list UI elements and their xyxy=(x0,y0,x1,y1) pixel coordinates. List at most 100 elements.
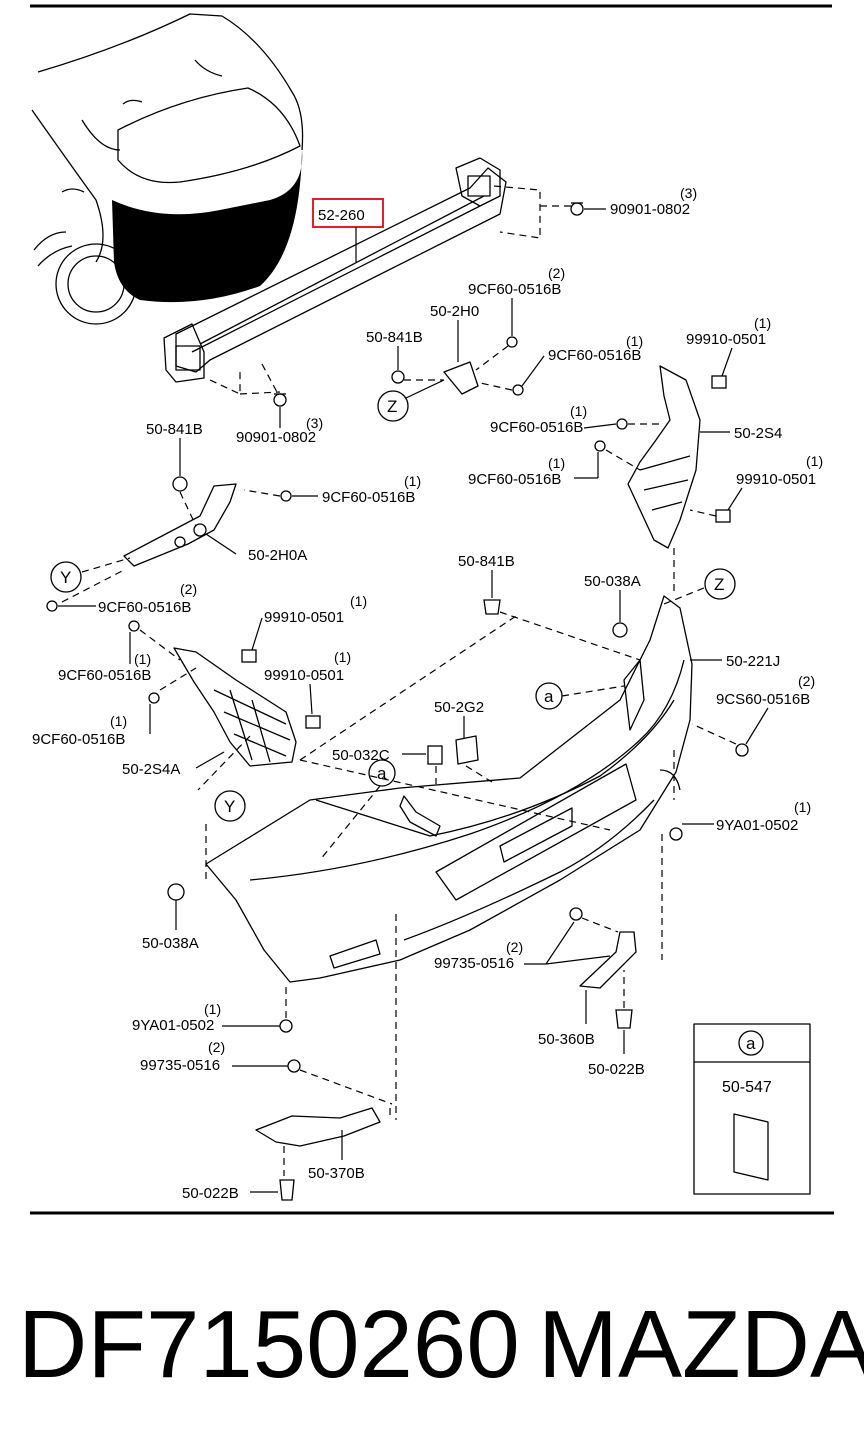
label-nut-upper-code: 90901-0802 xyxy=(610,201,690,218)
car-rear-outline xyxy=(31,13,304,325)
label-bolt-e-qty: (1) xyxy=(404,473,421,489)
clip-841b-top xyxy=(391,370,405,384)
bracket-2h0a xyxy=(123,483,237,567)
label-50-2h0: 50-2H0 xyxy=(430,303,479,320)
label-bolt-b-qty: (1) xyxy=(626,333,643,349)
label-99910-l2-code: 99910-0501 xyxy=(264,667,344,684)
label-bolt-g-code: 9CF60-0516B xyxy=(58,667,151,684)
callout-y-bottom: Y xyxy=(224,797,235,816)
highlight-box xyxy=(312,198,384,228)
label-50-2s4a: 50-2S4A xyxy=(122,761,180,778)
label-nut-upper-qty: (3) xyxy=(680,185,697,201)
bolt-a xyxy=(506,336,518,348)
label-bolt-b-code: 9CF60-0516B xyxy=(548,347,641,364)
label-ya-left-code: 9YA01-0502 xyxy=(132,1017,214,1034)
label-bolt-f-qty: (2) xyxy=(180,581,197,597)
callout-a-2: a xyxy=(377,764,387,783)
nut-032c xyxy=(427,745,443,765)
bolt-c xyxy=(616,418,628,430)
label-cs-code: 9CS60-0516B xyxy=(716,691,810,708)
label-52-260: 52-260 xyxy=(318,207,365,224)
screw-left xyxy=(287,1059,301,1073)
label-bolt-d-code: 9CF60-0516B xyxy=(468,471,561,488)
label-50-370b: 50-370B xyxy=(308,1165,365,1182)
bracket-2h0 xyxy=(443,361,479,395)
screw-cs xyxy=(735,743,749,757)
label-50-032c: 50-032C xyxy=(332,747,390,764)
clip-022b-right xyxy=(615,1009,633,1029)
pad-2g2 xyxy=(455,735,479,765)
label-ya-left-qty: (1) xyxy=(204,1001,221,1017)
caption: DF7150260 MAZDA xyxy=(0,1290,864,1410)
label-bolt-f-code: 9CF60-0516B xyxy=(98,599,191,616)
clip-99910-l2 xyxy=(305,715,321,729)
nut-upper xyxy=(570,202,584,216)
label-99910-r-qty: (1) xyxy=(806,453,823,469)
label-bolt-d-qty: (1) xyxy=(548,455,565,471)
grommet-038a-top xyxy=(612,622,628,638)
callout-y-left-circle xyxy=(50,561,82,593)
label-bolt-a-qty: (2) xyxy=(548,265,565,281)
label-50-841b-left: 50-841B xyxy=(146,421,203,438)
label-bolt-c-code: 9CF60-0516B xyxy=(490,419,583,436)
label-screw-right-qty: (2) xyxy=(506,939,523,955)
inset-box xyxy=(693,1023,811,1195)
label-50-221j: 50-221J xyxy=(726,653,780,670)
label-99910-top-qty: (1) xyxy=(754,315,771,331)
bumper-cover xyxy=(205,595,693,983)
clip-841b-mid xyxy=(483,599,501,615)
exploded-parts-diagram: 52-260 90901-0802 (3) 90901-0802 (3) 50-… xyxy=(30,4,834,1215)
label-50-841b-top: 50-841B xyxy=(366,329,423,346)
callout-z-top: Z xyxy=(387,397,397,416)
label-50-841b-mid: 50-841B xyxy=(458,553,515,570)
part-number: DF7150260 xyxy=(18,1291,520,1398)
label-screw-left-qty: (2) xyxy=(208,1039,225,1055)
bracket-2s4a xyxy=(173,647,297,767)
label-50-360b: 50-360B xyxy=(538,1031,595,1048)
screw-right xyxy=(569,907,583,921)
brand-name: MAZDA xyxy=(538,1291,864,1398)
label-bolt-h-qty: (1) xyxy=(110,713,127,729)
label-99910-r-code: 99910-0501 xyxy=(736,471,816,488)
label-50-038a-bottom: 50-038A xyxy=(142,935,199,952)
label-99910-top-code: 99910-0501 xyxy=(686,331,766,348)
label-50-2g2: 50-2G2 xyxy=(434,699,484,716)
label-cs-qty: (2) xyxy=(798,673,815,689)
label-bolt-h-code: 9CF60-0516B xyxy=(32,731,125,748)
label-50-022b-right: 50-022B xyxy=(588,1061,645,1078)
label-bolt-e-code: 9CF60-0516B xyxy=(322,489,415,506)
callout-a-inset: a xyxy=(746,1034,756,1053)
label-bolt-c-qty: (1) xyxy=(570,403,587,419)
label-50-022b-left: 50-022B xyxy=(182,1185,239,1202)
callout-z-top-circle xyxy=(377,390,409,422)
label-ya-right-qty: (1) xyxy=(794,799,811,815)
clip-99910-top xyxy=(711,375,727,389)
label-nut-lower-code: 90901-0802 xyxy=(236,429,316,446)
label-99910-l1-qty: (1) xyxy=(350,593,367,609)
bolt-e xyxy=(280,490,292,502)
bracket-370b xyxy=(255,1107,381,1147)
bolt-h xyxy=(148,692,160,704)
bolt-b xyxy=(512,384,524,396)
callout-z-right-circle xyxy=(704,568,736,600)
screw-ya-left xyxy=(279,1019,293,1033)
grommet-038a-bottom xyxy=(167,883,185,901)
bolt-f xyxy=(46,600,58,612)
label-nut-lower-qty: (3) xyxy=(306,415,323,431)
label-99910-l1-code: 99910-0501 xyxy=(264,609,344,626)
callout-a-2-circle xyxy=(368,759,396,787)
bolt-d xyxy=(594,440,606,452)
callout-y-bottom-circle xyxy=(214,790,246,822)
label-50-547: 50-547 xyxy=(722,1079,772,1096)
reinforcement-bar xyxy=(163,157,572,395)
clip-022b-left xyxy=(279,1179,295,1201)
label-screw-right-code: 99735-0516 xyxy=(434,955,514,972)
label-50-2h0a: 50-2H0A xyxy=(248,547,307,564)
callout-a-1: a xyxy=(544,687,554,706)
label-50-038a-top: 50-038A xyxy=(584,573,641,590)
bracket-2s4 xyxy=(627,365,701,549)
bolt-g xyxy=(128,620,140,632)
label-bolt-a-code: 9CF60-0516B xyxy=(468,281,561,298)
label-50-2s4: 50-2S4 xyxy=(734,425,782,442)
label-ya-right-code: 9YA01-0502 xyxy=(716,817,798,834)
